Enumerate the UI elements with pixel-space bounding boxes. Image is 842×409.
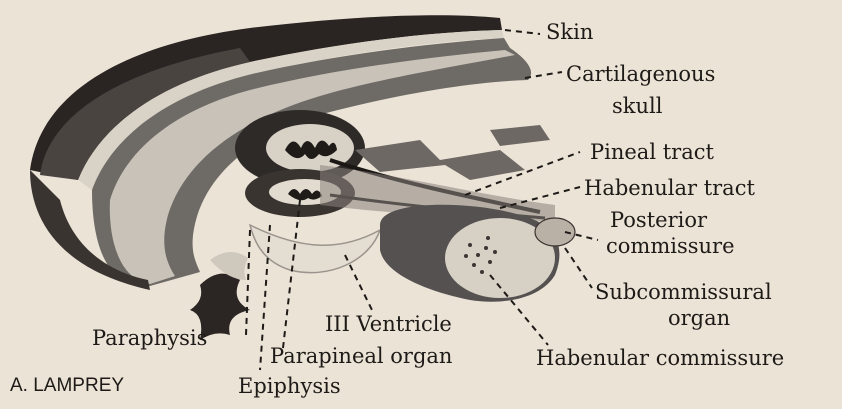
figure-caption: A. LAMPREY: [10, 374, 124, 398]
third-ventricle-floor: [250, 225, 380, 273]
label-pineal-tract: Pineal tract: [590, 140, 714, 164]
leader-parapineal: [283, 200, 300, 348]
leader-skin: [505, 30, 540, 34]
leader-subcommissural: [565, 248, 592, 288]
label-skin: Skin: [546, 20, 593, 44]
label-subcommissural-organ-line2: organ: [668, 306, 730, 330]
label-subcommissural-organ-line1: Subcommissural: [595, 280, 772, 304]
label-posterior-commissure-line2: commissure: [606, 234, 735, 258]
label-cartilagenous-skull-line1: Cartilagenous: [566, 62, 715, 86]
label-parapineal-organ: Parapineal organ: [270, 344, 452, 368]
label-cartilagenous-skull-line2: skull: [612, 94, 662, 118]
label-third-ventricle: III Ventricle: [325, 312, 452, 336]
label-habenular-tract: Habenular tract: [584, 176, 755, 200]
label-posterior-commissure-line1: Posterior: [610, 208, 707, 232]
label-paraphysis: Paraphysis: [92, 326, 207, 350]
label-epiphysis: Epiphysis: [238, 374, 341, 398]
label-habenular-commissure: Habenular commissure: [536, 346, 784, 370]
roof-slab-upper: [490, 125, 550, 146]
leader-paraphysis: [246, 230, 250, 335]
